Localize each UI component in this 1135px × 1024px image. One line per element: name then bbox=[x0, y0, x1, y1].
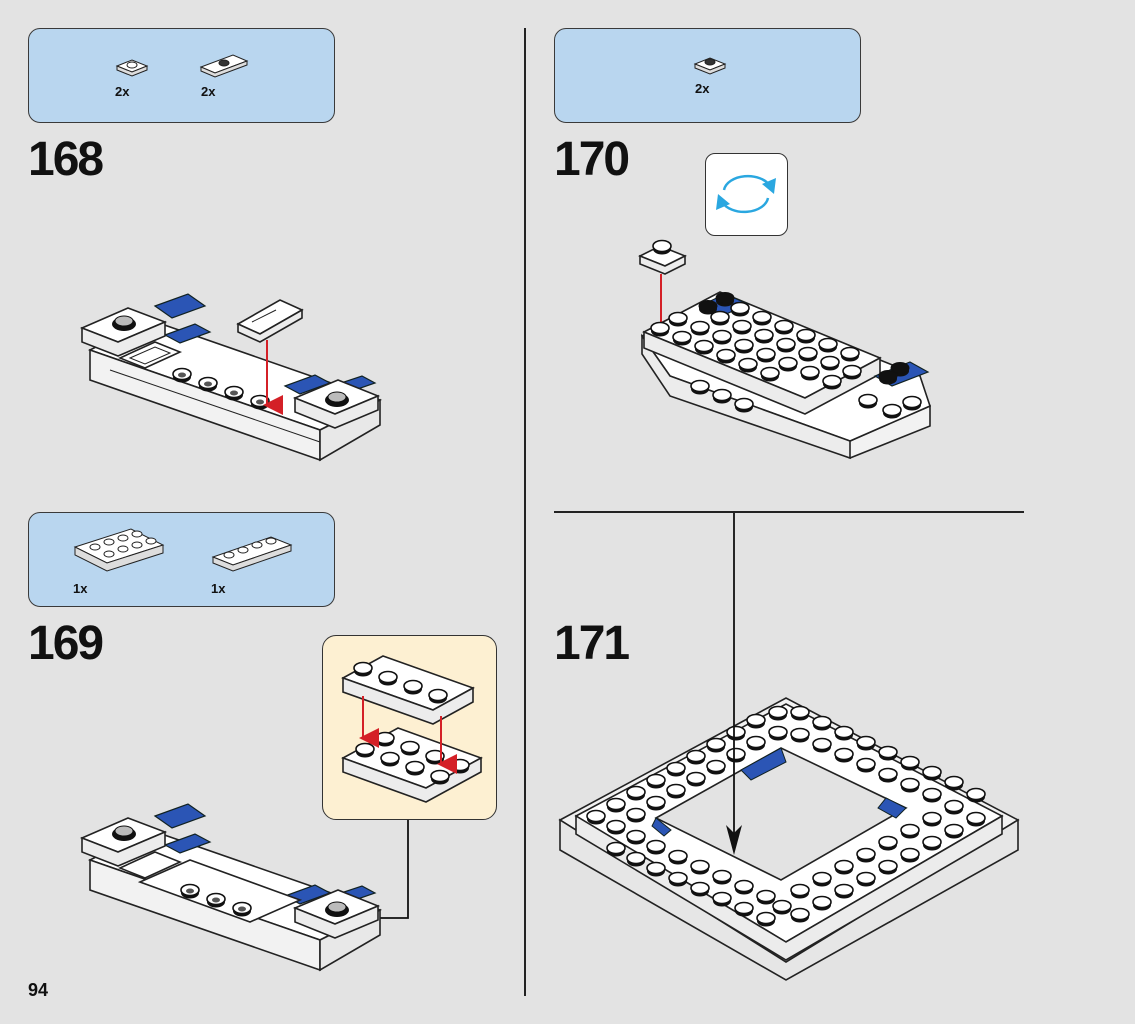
step-168-assembly bbox=[79, 293, 383, 462]
page-number: 94 bbox=[28, 980, 49, 1000]
plate-1x4-icon bbox=[211, 536, 293, 572]
page-divider-vertical bbox=[524, 28, 526, 996]
part-qty: 2x bbox=[115, 84, 130, 99]
part-qty: 1x bbox=[73, 581, 88, 596]
step-number-168: 168 bbox=[28, 133, 104, 186]
parts-callout-169: 1x 1x bbox=[28, 512, 335, 607]
step-number-169: 169 bbox=[28, 617, 104, 670]
part-qty: 1x bbox=[211, 581, 226, 596]
sub-assembly-plates bbox=[341, 655, 483, 803]
rotate-model-box bbox=[705, 153, 788, 236]
step-170-assembly bbox=[638, 239, 931, 460]
step-171-assembly bbox=[558, 697, 1020, 981]
step-pointer-arrow bbox=[726, 513, 742, 855]
step-number-171: 171 bbox=[554, 617, 630, 670]
parts-callout-168: 2x 2x bbox=[28, 28, 335, 123]
jumper-plate-icon bbox=[199, 54, 249, 78]
step-169-assembly bbox=[79, 803, 383, 972]
plate-2x4-icon bbox=[73, 528, 165, 572]
parts-callout-170: 2x bbox=[554, 28, 861, 123]
part-qty: 2x bbox=[695, 81, 710, 96]
rotate-model-icon bbox=[716, 174, 776, 214]
step-divider-horizontal bbox=[554, 511, 1024, 513]
step-number-170: 170 bbox=[554, 133, 630, 186]
round-1x1-plate-icon bbox=[693, 57, 727, 75]
sub-assembly-callout bbox=[322, 635, 497, 820]
round-1x1-plate-icon bbox=[115, 59, 149, 77]
part-qty: 2x bbox=[201, 84, 216, 99]
